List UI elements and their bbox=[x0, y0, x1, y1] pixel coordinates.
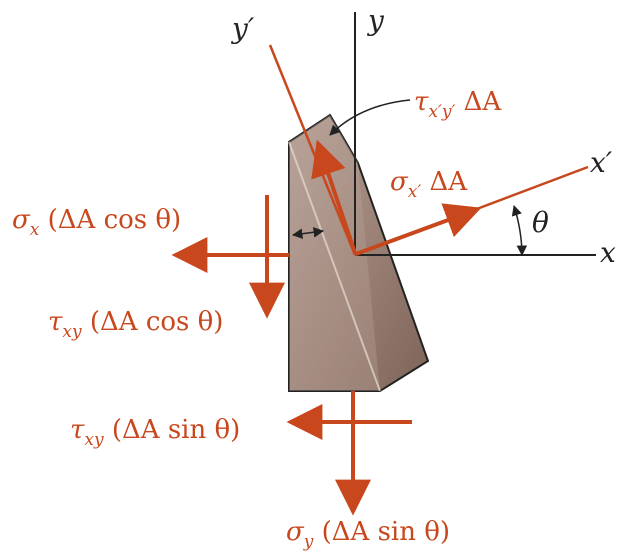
tau-xy-sin-label: τxy (ΔA sin θ) bbox=[70, 415, 240, 450]
theta-label: θ bbox=[532, 206, 549, 239]
tau-xprime-yprime-arrow bbox=[311, 139, 357, 254]
theta-arc bbox=[511, 205, 528, 257]
sigma-xprime-arrow bbox=[355, 203, 482, 256]
y-axis-label: y bbox=[366, 4, 385, 37]
x-prime-axis-label: x′ bbox=[590, 146, 613, 179]
y-prime-axis-label: y′ bbox=[230, 12, 255, 45]
tau-leader-line bbox=[329, 99, 411, 136]
sigma-y-label: σy (ΔA sin θ) bbox=[286, 517, 450, 552]
x-axis-label: x bbox=[600, 236, 616, 269]
tau-xprime-yprime-label: τx′y′ ΔA bbox=[414, 87, 502, 122]
sigma-xprime-label: σx′ ΔA bbox=[390, 167, 468, 202]
tau-xy-cos-label: τxy (ΔA cos θ) bbox=[48, 307, 223, 342]
sigma-x-label: σx (ΔA cos θ) bbox=[12, 205, 181, 240]
